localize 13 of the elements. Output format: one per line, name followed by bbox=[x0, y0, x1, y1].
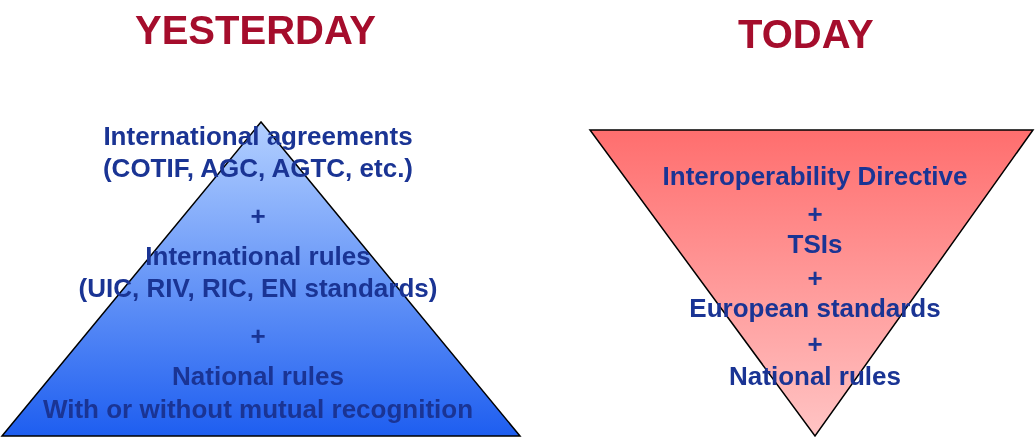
node-text: Interoperability Directive bbox=[662, 160, 968, 192]
heading: YESTERDAY bbox=[135, 8, 376, 53]
heading: TODAY bbox=[738, 12, 874, 57]
plus-sign: + bbox=[807, 198, 823, 230]
plus-sign: + bbox=[807, 328, 823, 360]
node-text: TSIs bbox=[787, 228, 843, 260]
plus-sign: + bbox=[250, 200, 266, 232]
inverted-triangle bbox=[588, 128, 1035, 438]
node-text: With or without mutual recognition bbox=[42, 393, 474, 425]
node-text: National rules bbox=[172, 360, 344, 392]
plus-sign: + bbox=[807, 262, 823, 294]
triangle bbox=[0, 120, 522, 438]
plus-sign: + bbox=[250, 320, 266, 352]
